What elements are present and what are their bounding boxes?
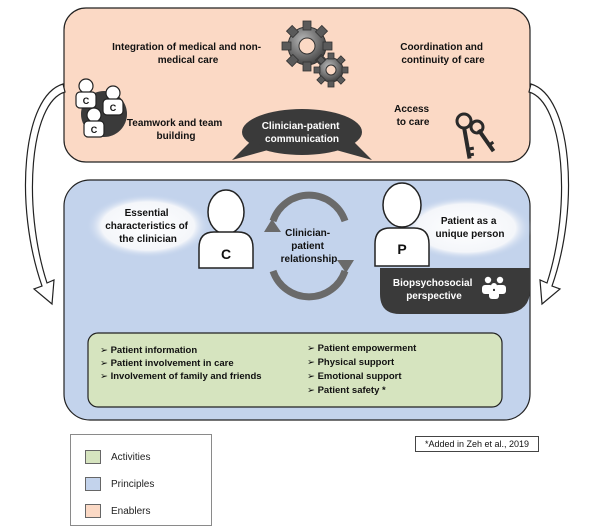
legend-item-activities: Activities bbox=[85, 449, 150, 465]
activity-item: ➢ Patient information bbox=[100, 345, 197, 356]
legend-swatch-enablers bbox=[85, 504, 101, 518]
clinician-figure bbox=[198, 189, 254, 269]
activities-panel bbox=[87, 332, 503, 408]
gears-icon bbox=[281, 20, 349, 88]
legend: Activities Principles Enablers bbox=[70, 434, 212, 526]
activity-item: ➢ Patient empowerment bbox=[307, 343, 417, 354]
left-curved-arrow bbox=[24, 83, 66, 306]
coordination-label: Coordination and continuity of care bbox=[400, 42, 486, 66]
integration-label: Integration of medical and non- medical … bbox=[112, 42, 264, 66]
family-group-icon bbox=[482, 276, 506, 299]
legend-swatch-principles bbox=[85, 477, 101, 491]
keys-icon bbox=[455, 112, 496, 159]
relationship-cycle-icon bbox=[264, 191, 354, 301]
teamwork-label: Teamwork and team building bbox=[127, 118, 225, 142]
activity-item: ➢ Patient safety * bbox=[307, 385, 386, 396]
clinician-traits-label: Essential characteristics of the clinici… bbox=[105, 208, 191, 245]
biopsychosocial-panel bbox=[380, 268, 530, 314]
team-badge-3: C bbox=[91, 125, 98, 135]
right-curved-arrow bbox=[528, 83, 570, 306]
legend-label-activities: Activities bbox=[111, 451, 151, 463]
team-badges: C C C bbox=[83, 96, 117, 135]
activity-item: ➢ Patient involvement in care bbox=[100, 358, 234, 369]
activity-item: ➢ Physical support bbox=[307, 357, 395, 368]
activity-item: ➢ Involvement of family and friends bbox=[100, 371, 262, 382]
enablers-panel bbox=[63, 7, 531, 163]
legend-item-principles: Principles bbox=[85, 476, 154, 492]
legend-swatch-activities bbox=[85, 450, 101, 464]
legend-label-enablers: Enablers bbox=[111, 505, 151, 517]
team-people-icon bbox=[75, 78, 127, 138]
biopsychosocial-label: Biopsychosocial perspective bbox=[393, 278, 475, 302]
relationship-label: Clinician- patient relationship bbox=[281, 228, 338, 265]
patient-figure bbox=[374, 182, 430, 267]
activities-right-list: ➢ Patient empowerment ➢ Physical support ➢… bbox=[307, 343, 417, 396]
citation-footnote: *Added in Zeh et al., 2019 bbox=[415, 436, 539, 452]
patient-unique-cloud bbox=[400, 196, 532, 260]
team-badge-2: C bbox=[110, 103, 117, 113]
clinician-badge: C bbox=[221, 246, 231, 262]
access-label: Access to care bbox=[394, 104, 432, 128]
activities-left-list: ➢ Patient information ➢ Patient involveme… bbox=[100, 345, 262, 382]
communication-bubble bbox=[232, 109, 372, 160]
team-badge-1: C bbox=[83, 96, 90, 106]
legend-item-enablers: Enablers bbox=[85, 503, 150, 519]
patient-unique-label: Patient as a unique person bbox=[436, 216, 505, 240]
clinician-traits-cloud bbox=[86, 194, 210, 258]
communication-label: Clinician-patient communication bbox=[262, 121, 343, 145]
activity-item: ➢ Emotional support bbox=[307, 371, 402, 382]
legend-label-principles: Principles bbox=[111, 478, 155, 490]
patient-badge: P bbox=[397, 241, 406, 257]
